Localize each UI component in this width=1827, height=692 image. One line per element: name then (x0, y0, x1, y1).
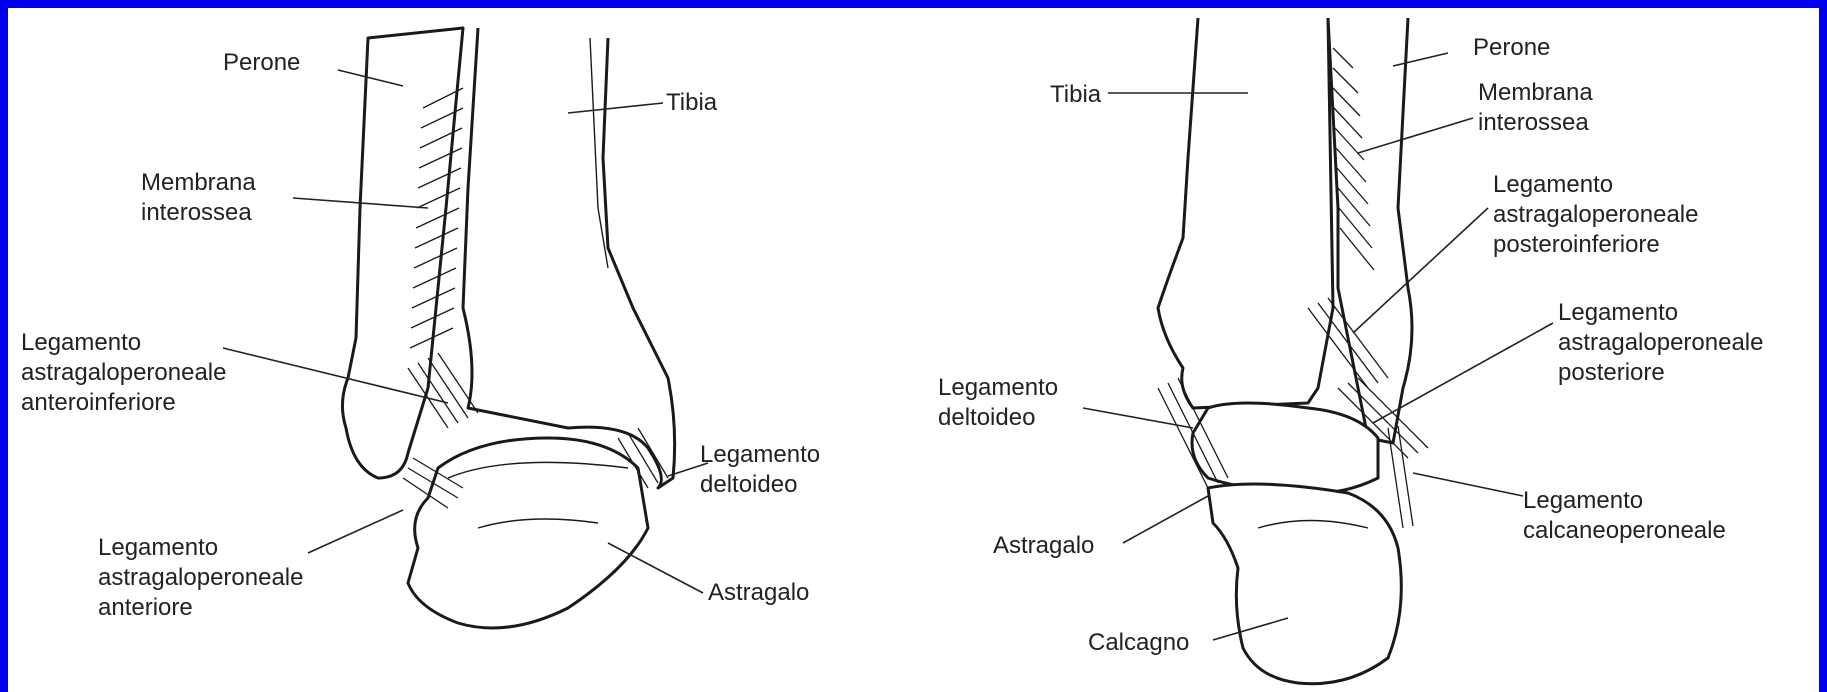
label-left-leg-antinf: Legamento astragaloperoneale anteroinfer… (21, 328, 227, 418)
label-left-membrana: Membrana interossea (141, 168, 256, 228)
right-tibia (1158, 18, 1333, 408)
right-fibula (1328, 18, 1412, 443)
label-right-leg-calcaneo: Legamento calcaneoperoneale (1523, 486, 1726, 546)
right-calcaneus (1208, 484, 1401, 684)
label-right-astragalo: Astragalo (993, 531, 1094, 561)
label-right-perone: Perone (1473, 33, 1550, 63)
label-right-calcagno: Calcagno (1088, 628, 1189, 658)
label-right-membrana: Membrana interossea (1478, 78, 1593, 138)
label-left-leg-ant: Legamento astragaloperoneale anteriore (98, 533, 304, 623)
label-right-leg-post: Legamento astragaloperoneale posteriore (1558, 298, 1764, 388)
left-tibia (463, 28, 675, 488)
label-right-leg-deltoideo: Legamento deltoideo (938, 373, 1058, 433)
label-left-tibia: Tibia (666, 88, 717, 118)
label-left-astragalo: Astragalo (708, 578, 809, 608)
label-left-leg-deltoideo: Legamento deltoideo (700, 440, 820, 500)
label-left-perone: Perone (223, 48, 300, 78)
label-right-tibia: Tibia (1050, 80, 1101, 110)
right-talus (1192, 403, 1378, 494)
diagram-frame: Perone Tibia Membrana interossea Legamen… (8, 8, 1819, 692)
label-right-leg-postinf: Legamento astragaloperoneale posteroinfe… (1493, 170, 1699, 260)
